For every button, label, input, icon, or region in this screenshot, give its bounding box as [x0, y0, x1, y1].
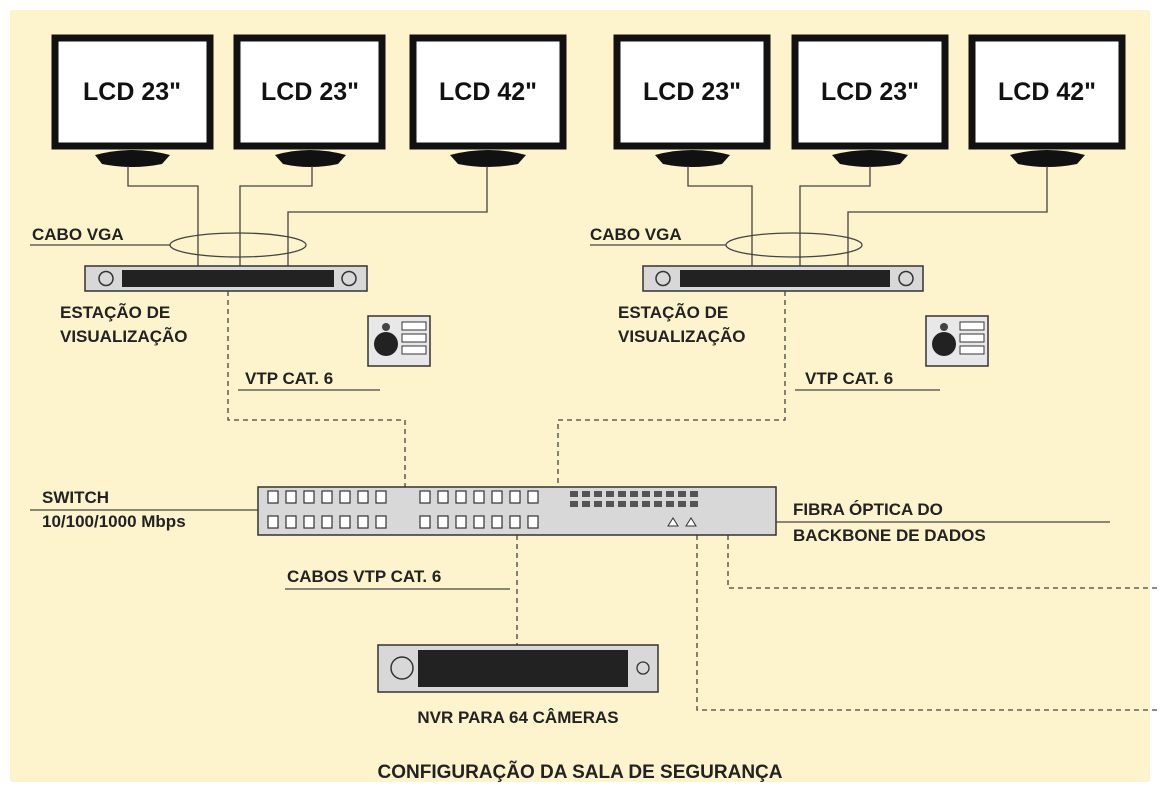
vga-cable-label-left: CABO VGA	[32, 225, 124, 244]
joystick-controller-icon	[932, 332, 956, 356]
monitor-label: LCD 23"	[83, 78, 181, 106]
switch-indicator-leds	[570, 491, 698, 507]
dashed-links	[227, 291, 1158, 711]
monitor-label: LCD 23"	[261, 78, 359, 106]
monitor-label: LCD 23"	[821, 78, 919, 106]
monitor-5: LCD 23"	[791, 34, 949, 167]
fiber-port-icon	[667, 517, 697, 527]
cabos-label: CABOS VTP CAT. 6	[287, 567, 441, 586]
monitor-icon	[95, 150, 170, 167]
monitor-1: LCD 23"	[51, 34, 214, 167]
power-icon	[898, 270, 914, 287]
monitor-label: LCD 23"	[643, 78, 741, 106]
station-label-right-line2: VISUALIZAÇÃO	[618, 326, 746, 346]
workstation-icon	[680, 270, 890, 287]
station-label-left-line1: ESTAÇÃO DE	[60, 302, 170, 322]
monitor-4: LCD 23"	[613, 34, 771, 167]
diagram-title: CONFIGURAÇÃO DA SALA DE SEGURANÇA	[378, 761, 783, 783]
nvr-recorder	[377, 644, 659, 693]
switch-label-line2: 10/100/1000 Mbps	[42, 512, 186, 531]
controller-left	[367, 315, 431, 367]
workstation-left	[84, 265, 368, 292]
monitor-icon	[655, 150, 730, 167]
workstation-right	[642, 265, 924, 292]
power-icon	[655, 270, 671, 287]
switch-ports-group-2	[419, 490, 539, 529]
monitor-label: LCD 42"	[439, 78, 537, 106]
switch-ports-group-1	[267, 490, 387, 529]
nvr-label: NVR PARA 64 CÂMERAS	[417, 708, 618, 727]
station-label-left-line2: VISUALIZAÇÃO	[60, 326, 188, 346]
monitor-icon	[450, 150, 526, 167]
monitor-icon	[275, 150, 346, 167]
controller-right	[925, 315, 989, 367]
power-icon	[341, 270, 357, 287]
monitor-icon	[832, 150, 908, 167]
network-switch	[257, 486, 777, 536]
monitor-2: LCD 23"	[233, 34, 386, 167]
fiber-label-line2: BACKBONE DE DADOS	[793, 526, 986, 545]
power-icon	[390, 656, 414, 680]
workstation-icon	[122, 270, 334, 287]
vga-cables-left	[30, 166, 488, 268]
power-icon	[98, 270, 114, 287]
monitor-3: LCD 42"	[409, 34, 567, 167]
joystick-controller-icon	[374, 332, 398, 356]
vtp-label-left: VTP CAT. 6	[245, 369, 333, 388]
monitor-label: LCD 42"	[998, 78, 1096, 106]
vtp-label-right: VTP CAT. 6	[805, 369, 893, 388]
station-label-right-line1: ESTAÇÃO DE	[618, 302, 728, 322]
vga-cable-label-right: CABO VGA	[590, 225, 682, 244]
fiber-label-line1: FIBRA ÓPTICA DO	[793, 500, 943, 519]
switch-label-line1: SWITCH	[42, 488, 109, 507]
vga-cables-right	[590, 166, 1048, 268]
monitor-6: LCD 42"	[968, 34, 1126, 167]
monitor-icon	[1010, 150, 1085, 167]
